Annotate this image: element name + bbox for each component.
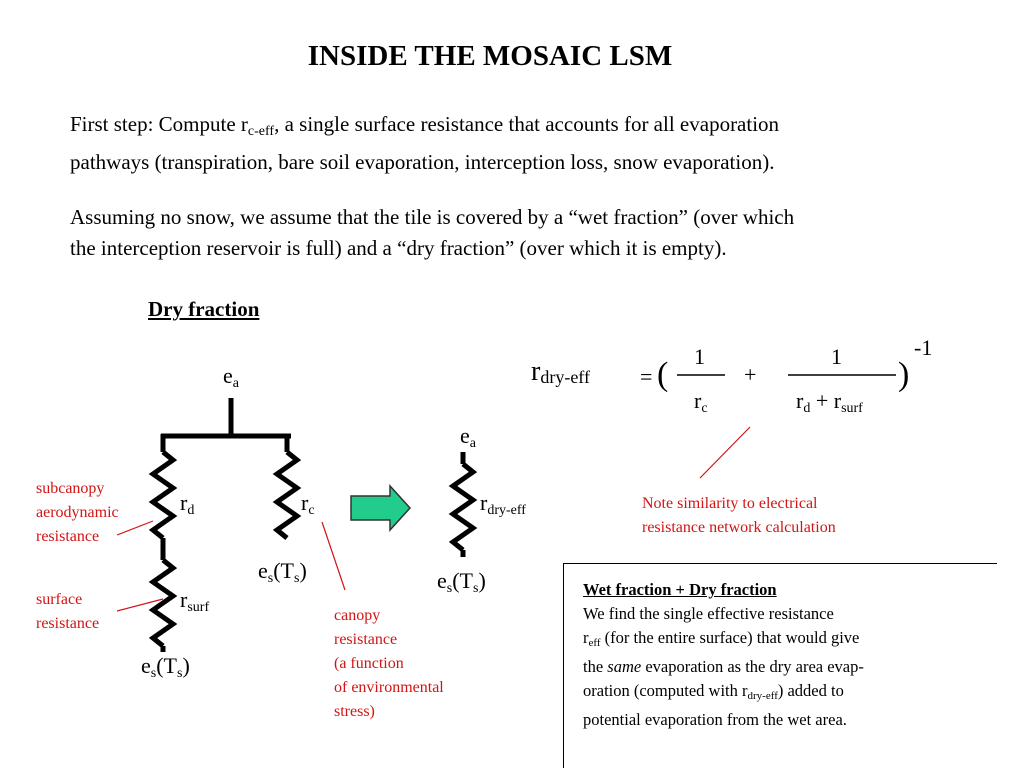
es-label-right: es(Ts) (437, 568, 486, 596)
wet-dry-line-2: reff (for the entire surface) that would… (583, 628, 860, 649)
equation-exponent: -1 (914, 335, 933, 360)
equation-open-paren: ( (657, 356, 669, 393)
rd-label: rd (180, 490, 195, 518)
wet-dry-fraction-text: Wet fraction + Dry fraction We find the … (583, 578, 983, 732)
annotation-pointers (116, 426, 751, 612)
equation-plus: + (744, 362, 757, 387)
wet-dry-line-4: oration (computed with rdry-eff) added t… (583, 681, 844, 702)
rc-resistor (272, 450, 302, 540)
equation-lhs: rdry-eff (531, 356, 590, 387)
dry-fraction-heading: Dry fraction (148, 297, 260, 321)
first-step-line-2: pathways (transpiration, bare soil evapo… (70, 150, 775, 174)
wet-dry-line-5: potential evaporation from the wet area. (583, 710, 847, 729)
right-network-wires (448, 452, 478, 557)
rsurf-resistor (148, 558, 178, 648)
ea-label-left: ea (223, 363, 239, 391)
wet-dry-heading: Wet fraction + Dry fraction (583, 580, 777, 599)
right-arrow-icon (350, 484, 412, 532)
left-network-wires (148, 398, 302, 652)
rdry-eff-label: rdry-eff (480, 490, 526, 518)
rc-label: rc (301, 490, 315, 518)
rdry-resistor (448, 462, 478, 552)
es-label-surface: es(Ts) (141, 653, 190, 681)
ea-label-right: ea (460, 423, 476, 451)
fraction2-numerator: 1 (831, 344, 842, 369)
first-step-line-1: First step: Compute rc-eff, a single sur… (70, 112, 780, 139)
fraction2-denominator: rd + rsurf (796, 388, 863, 416)
fraction1-numerator: 1 (694, 344, 705, 369)
equation-equals: = (640, 364, 653, 389)
assumption-line-1: Assuming no snow, we assume that the til… (70, 205, 795, 229)
rd-resistor (148, 450, 178, 540)
wet-dry-line-3: the same evaporation as the dry area eva… (583, 657, 864, 676)
wet-dry-line-1: We find the single effective resistance (583, 604, 834, 623)
assumption-line-2: the interception reservoir is full) and … (70, 236, 727, 260)
es-label-canopy: es(Ts) (258, 558, 307, 586)
assumption-paragraph: Assuming no snow, we assume that the til… (70, 202, 970, 264)
first-step-paragraph: First step: Compute rc-eff, a single sur… (70, 109, 970, 178)
wet-dry-fraction-box (563, 563, 997, 768)
slide-title: INSIDE THE MOSAIC LSM (307, 40, 673, 72)
rsurf-label: rsurf (180, 587, 210, 615)
fraction1-denominator: rc (694, 388, 708, 416)
equation-close-paren: ) (898, 356, 910, 393)
